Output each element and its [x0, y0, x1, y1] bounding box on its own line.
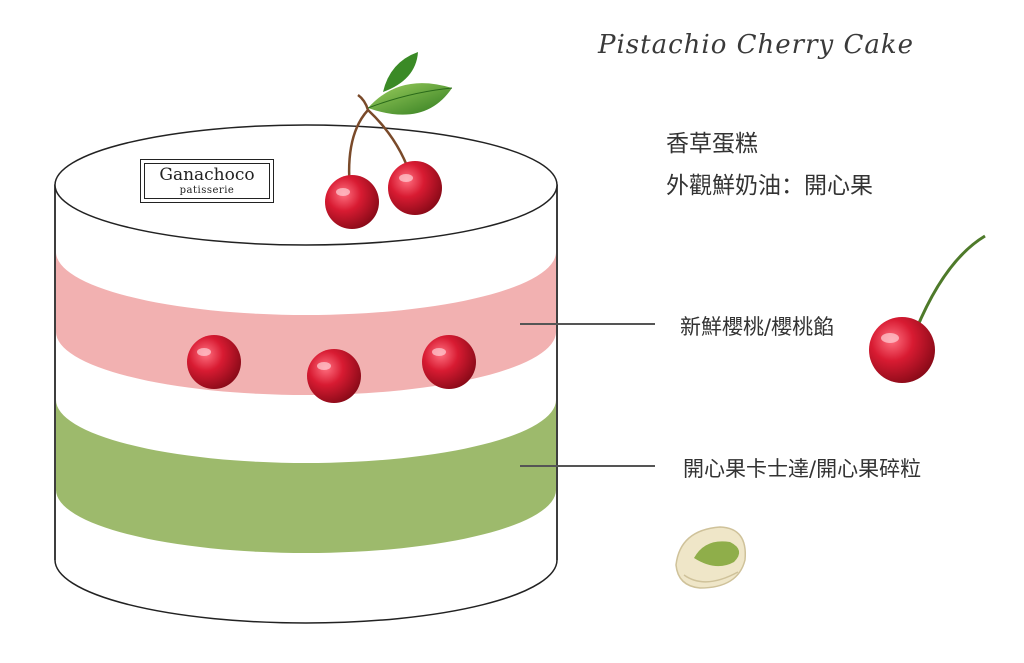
logo-sub-text: patisserie	[179, 185, 235, 196]
leaf-small-icon	[383, 52, 418, 92]
logo-main-text: Ganachoco	[159, 165, 255, 185]
cake-title: Pistachio Cherry Cake	[598, 30, 915, 60]
cherry-icon	[869, 234, 986, 383]
cherry-fill-3	[422, 335, 476, 389]
brand-logo: Ganachoco patisserie	[140, 159, 274, 203]
pistachio-layer	[56, 400, 556, 553]
cake-top	[54, 124, 558, 246]
cake-body	[54, 184, 558, 624]
cherry-fill-1	[187, 335, 241, 389]
cherry-filling	[187, 335, 476, 403]
cake-name: 香草蛋糕	[666, 131, 758, 157]
frosting-info: 外觀鮮奶油：開心果	[666, 173, 873, 199]
pistachio-layer-label: 開心果卡士達/開心果碎粒	[683, 457, 922, 481]
cherry-pair-icon	[325, 52, 453, 229]
cherry-fill-2	[307, 349, 361, 403]
cherry-layer-label: 新鮮櫻桃/櫻桃餡	[680, 315, 835, 339]
leaf-icon	[368, 83, 452, 115]
pistachio-icon	[675, 526, 747, 589]
